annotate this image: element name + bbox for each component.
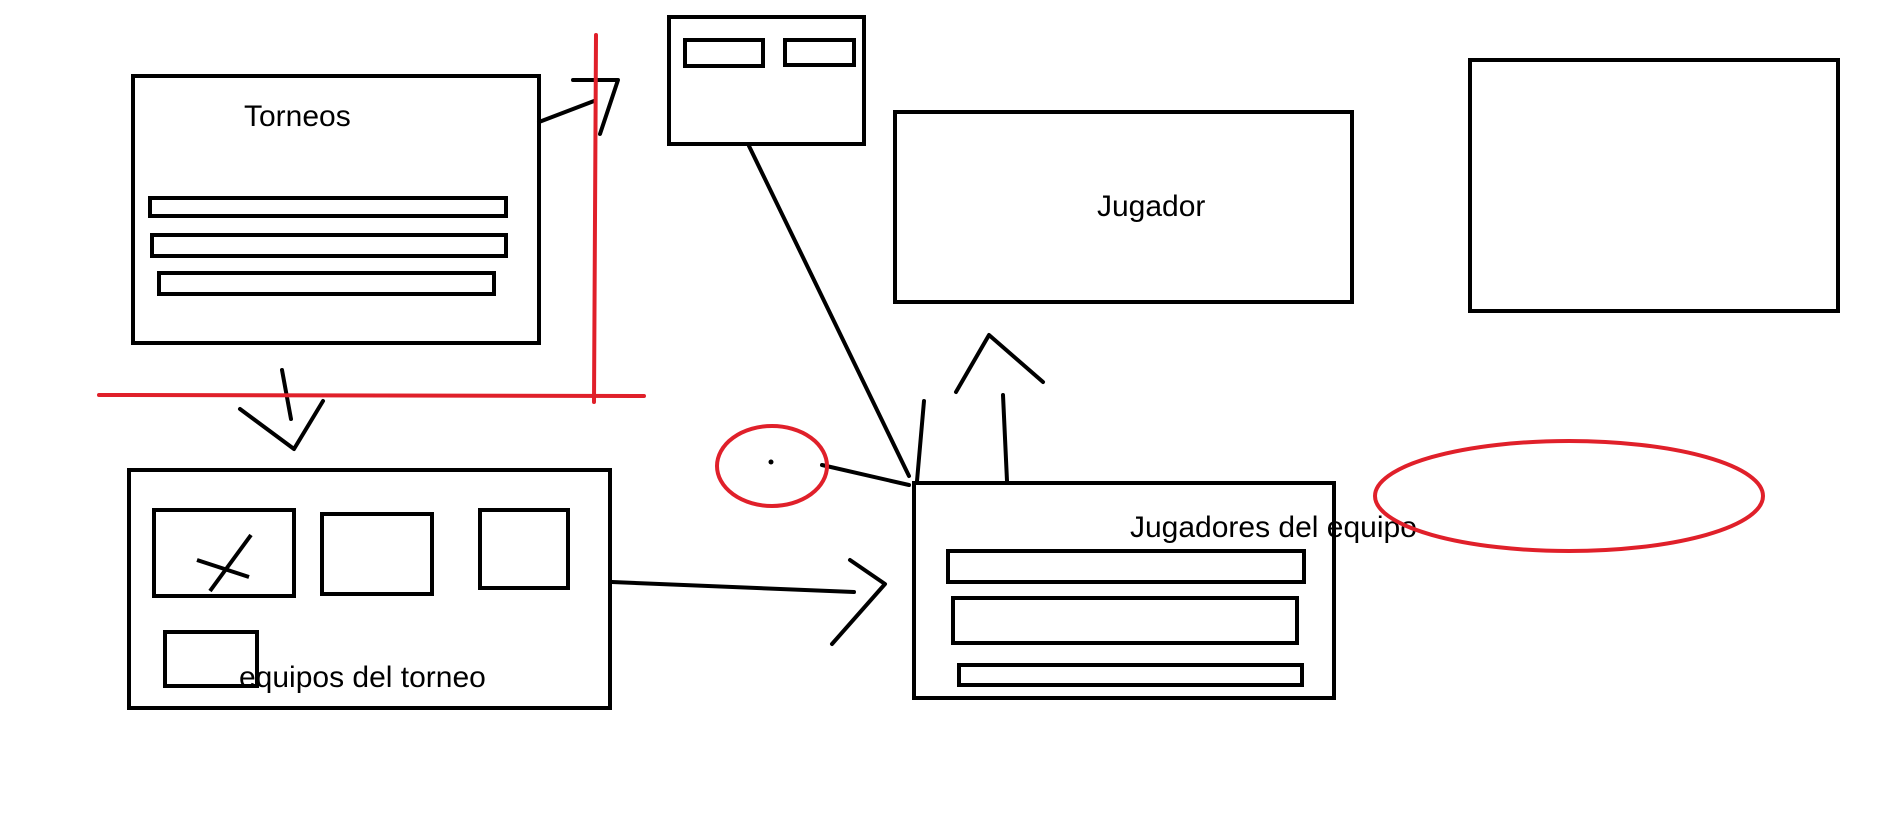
jugadores-screen — [912, 481, 1336, 700]
connector-line — [610, 580, 856, 594]
torneos-list-row — [148, 196, 508, 218]
annotations — [97, 33, 1765, 553]
small-dialog-frame — [667, 15, 866, 146]
small-dialog — [667, 15, 866, 146]
red-divider-horizontal — [97, 393, 646, 398]
equipo-card — [152, 508, 296, 598]
connector-line — [915, 399, 926, 483]
torneos-list-row — [150, 233, 508, 258]
jugador-title: Jugador — [1097, 190, 1205, 223]
arrow-head — [571, 78, 620, 136]
jugadores-list-row — [951, 596, 1299, 645]
equipos-frame — [127, 468, 612, 710]
delete-mark — [208, 533, 253, 593]
arrow-head — [954, 333, 1045, 394]
torneos-frame — [131, 74, 541, 345]
red-divider-vertical — [592, 33, 598, 404]
delete-mark — [196, 558, 250, 579]
equipo-card — [320, 512, 434, 596]
torneos-screen — [131, 74, 541, 345]
arrow-head — [830, 558, 887, 646]
equipo-card — [478, 508, 570, 590]
jugadores-list-row — [946, 549, 1306, 584]
connector-line — [820, 463, 911, 487]
connectors — [238, 78, 1045, 646]
dialog-button — [683, 38, 765, 68]
arrow-head — [238, 399, 325, 451]
red-ellipse — [1373, 439, 1765, 553]
connector-line — [1001, 393, 1009, 483]
equipos-screen — [127, 468, 612, 710]
torneos-title: Torneos — [244, 100, 351, 133]
jugadores-list-row — [957, 663, 1304, 687]
red-circle — [715, 424, 829, 508]
connector-line — [747, 144, 911, 478]
jugador-frame — [893, 110, 1354, 304]
empty-frame — [1468, 58, 1840, 313]
torneos-list-row — [157, 271, 496, 296]
equipos-title: equipos del torneo — [239, 661, 486, 694]
connector-line — [537, 99, 596, 124]
equipo-card — [163, 630, 259, 688]
jugadores-frame — [912, 481, 1336, 700]
dialog-button — [783, 38, 856, 67]
dot-mark — [768, 459, 774, 465]
jugadores-title: Jugadores del equipo — [1130, 511, 1417, 544]
